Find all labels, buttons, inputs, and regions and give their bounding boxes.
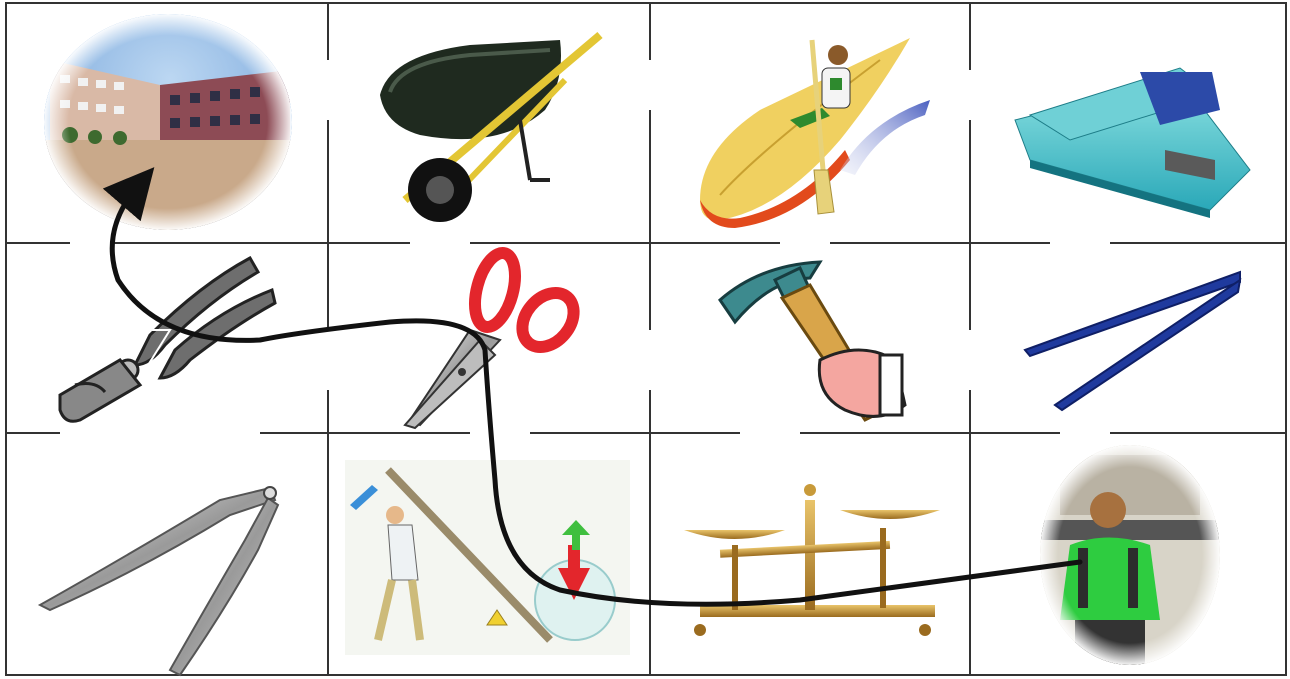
tweezers-image <box>1025 272 1240 410</box>
wheelbarrow-image <box>380 35 600 222</box>
scissors-image <box>405 249 584 428</box>
student-boy-image <box>1035 445 1225 670</box>
balance-scale-image <box>684 484 940 636</box>
stapler-image <box>1015 68 1250 218</box>
nutcracker-image <box>40 487 278 675</box>
hammer-in-hand-image <box>720 262 905 420</box>
rowing-boat-image <box>700 38 930 228</box>
man-with-lever-image <box>345 460 630 655</box>
school-building-image <box>40 10 300 240</box>
